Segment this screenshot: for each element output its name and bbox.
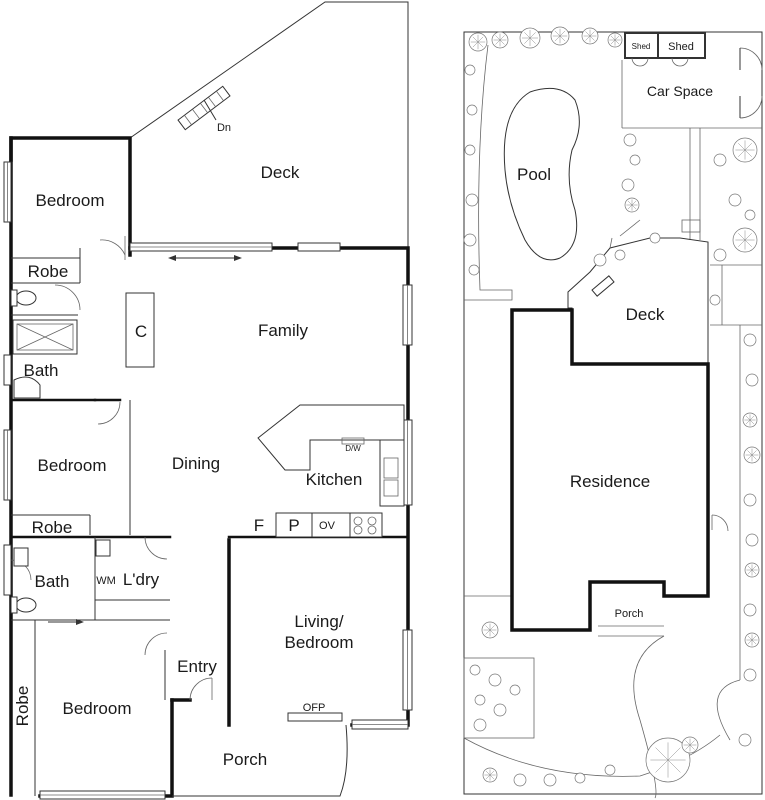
- shrub-detail: [685, 740, 695, 750]
- shrub-detail: [554, 30, 566, 42]
- family-label: Family: [258, 321, 309, 340]
- fixtures: [10, 289, 405, 722]
- bath-2-label: Bath: [35, 572, 70, 591]
- shrub-icon: [745, 373, 759, 387]
- residence-outline: [510, 308, 710, 632]
- site-deck-label: Deck: [626, 305, 665, 324]
- porch-outline: [172, 724, 348, 797]
- shrub-icon: [469, 664, 481, 676]
- site-boundary: [463, 31, 763, 795]
- shrub-icon: [493, 703, 507, 717]
- shrub-detail: [472, 36, 484, 48]
- living-label-line1: Living/: [294, 612, 343, 631]
- shrub-detail: [738, 143, 752, 157]
- shrub-detail: [495, 35, 505, 45]
- shrub-icon: [604, 764, 616, 776]
- windows: [3, 161, 413, 800]
- shrub-detail: [655, 747, 681, 773]
- shrub-detail: [627, 200, 637, 210]
- shrub-detail: [747, 635, 757, 645]
- shrub-icon: [465, 193, 479, 207]
- shrub-detail: [524, 32, 536, 44]
- shrub-icon: [743, 603, 757, 617]
- shrub-icon: [614, 249, 626, 261]
- car-space-label: Car Space: [647, 83, 713, 99]
- shrub-icon: [474, 694, 486, 706]
- shrub-icon: [709, 294, 721, 306]
- robe-2-label: Robe: [32, 518, 73, 537]
- bedroom-3-label: Bedroom: [63, 699, 132, 718]
- shrub-detail: [738, 233, 752, 247]
- deck-stair-label: Dn: [217, 122, 231, 134]
- shrub-detail: [485, 770, 495, 780]
- washing-machine-label: WM: [96, 575, 116, 587]
- shrub-icon: [743, 333, 757, 347]
- shrub-icon: [464, 64, 476, 76]
- residence-label: Residence: [570, 472, 650, 491]
- shrub-detail: [585, 31, 595, 41]
- shrub-icon: [509, 684, 521, 696]
- site-deck-outline: [567, 237, 709, 365]
- shrub-icon: [623, 133, 637, 147]
- shrub-icon: [744, 209, 756, 221]
- deck-label: Deck: [261, 163, 300, 182]
- shrub-icon: [574, 772, 586, 784]
- shrub-icon: [738, 733, 752, 747]
- site-plan: [463, 31, 763, 799]
- pantry-label: P: [288, 516, 299, 535]
- shrub-icon: [649, 232, 661, 244]
- bath-1-label: Bath: [24, 361, 59, 380]
- shed-large: [657, 32, 706, 59]
- shrub-icon: [713, 248, 727, 262]
- floor-plan: Deck Dn Bedroom Robe Bath C Family Dinin…: [3, 1, 413, 800]
- shrub-icon: [728, 193, 742, 207]
- cupboard-label: C: [135, 322, 147, 341]
- shrub-icon: [713, 153, 727, 167]
- oven-label: OV: [319, 520, 336, 532]
- laundry-label: L'dry: [123, 570, 160, 589]
- robe-3-label: Robe: [13, 686, 32, 727]
- shrub-icon: [463, 233, 477, 247]
- shrub-icon: [513, 773, 527, 787]
- shrub-icon: [543, 773, 557, 787]
- pool-label: Pool: [517, 165, 551, 184]
- entry-label: Entry: [177, 657, 217, 676]
- porch-label: Porch: [223, 750, 267, 769]
- shrub-detail: [745, 415, 755, 425]
- shrub-icon: [745, 533, 759, 547]
- robe-1-label: Robe: [28, 262, 69, 281]
- kitchen-label: Kitchen: [306, 470, 363, 489]
- living-label-line2: Bedroom: [285, 633, 354, 652]
- bedroom-1-label: Bedroom: [36, 191, 105, 210]
- shrub-icon: [473, 718, 487, 732]
- shrub-detail: [747, 565, 757, 575]
- shed-small-label: Shed: [632, 42, 651, 51]
- shrub-detail: [747, 450, 757, 460]
- shrub-icon: [743, 668, 757, 682]
- bedroom-2-label: Bedroom: [38, 456, 107, 475]
- shrub-detail: [485, 625, 495, 635]
- garden-shrubs: [463, 26, 761, 787]
- deck-outline: [129, 1, 409, 248]
- shrub-icon: [466, 104, 478, 116]
- shed-large-label: Shed: [668, 41, 694, 53]
- fridge-label: F: [254, 516, 264, 535]
- shrub-icon: [464, 144, 476, 156]
- fireplace-label: OFP: [303, 702, 326, 714]
- shrub-icon: [743, 493, 757, 507]
- shrub-icon: [621, 178, 635, 192]
- shrub-icon: [593, 253, 607, 267]
- shrub-icon: [629, 154, 641, 166]
- shrub-icon: [468, 264, 480, 276]
- site-porch-label: Porch: [615, 608, 644, 620]
- pool-outline: [503, 87, 580, 261]
- dishwasher-label: D/W: [345, 444, 361, 453]
- shrub-icon: [488, 673, 502, 687]
- dining-label: Dining: [172, 454, 220, 473]
- shrub-detail: [610, 35, 620, 45]
